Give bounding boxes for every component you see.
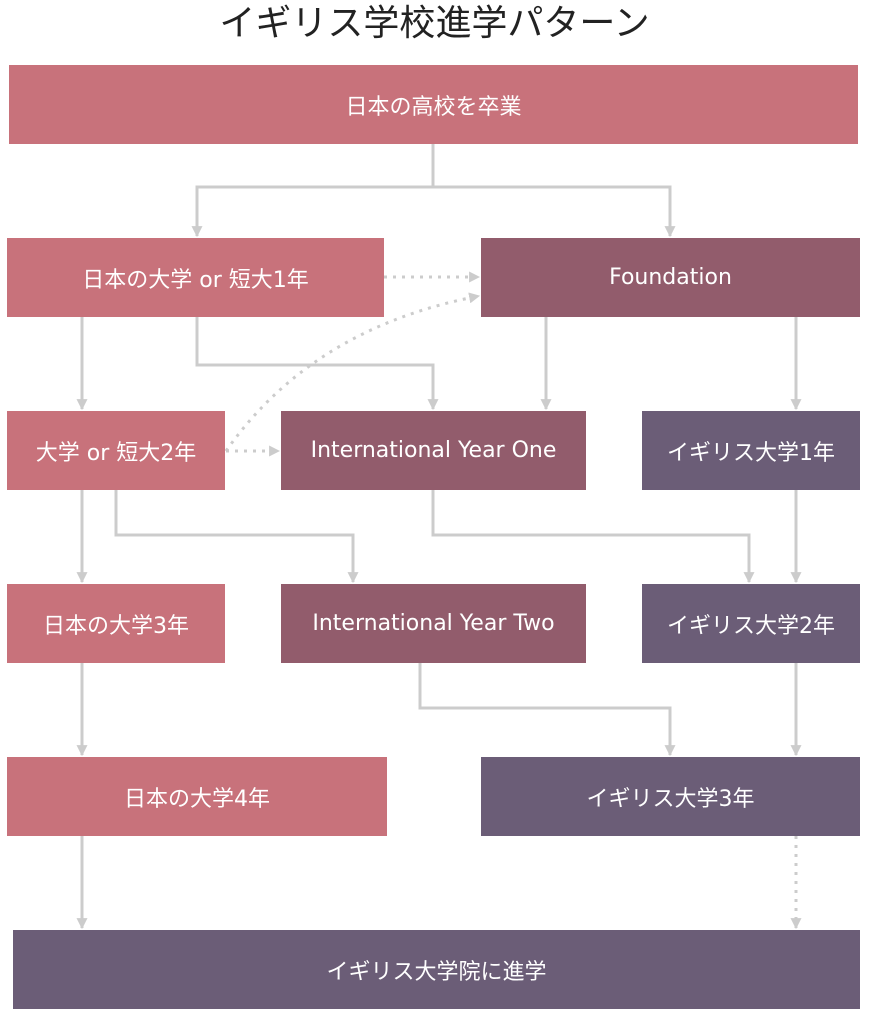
connector-uni1-to-iyo [195,317,439,411]
node-japan-uni-year1: 日本の大学 or 短大1年 [7,238,384,317]
node-international-year-two: International Year Two [281,584,586,663]
connector-uni2-to-iyt [114,490,359,584]
node-uk-uni-year1: イギリス大学1年 [642,411,860,490]
node-japan-uni-year3: 日本の大学3年 [7,584,225,663]
connector-high-to-foundation [433,185,676,238]
connector-iyt-to-uk3 [418,663,676,757]
node-graduate-school: イギリス大学院に進学 [13,930,860,1009]
node-international-year-one: International Year One [281,411,586,490]
connector-iyo-to-uk2 [431,490,755,584]
diagram-title: イギリス学校進学パターン [219,3,650,44]
node-foundation: Foundation [481,238,860,317]
connector-high-to-uni1 [191,144,435,238]
node-japan-uni-year4: 日本の大学4年 [7,757,387,836]
node-high-school: 日本の高校を卒業 [9,65,858,144]
node-uk-uni-year3: イギリス大学3年 [481,757,860,836]
connector-uni2-to-foundation [224,292,481,452]
node-uni-year2: 大学 or 短大2年 [7,411,225,490]
node-uk-uni-year2: イギリス大学2年 [642,584,860,663]
